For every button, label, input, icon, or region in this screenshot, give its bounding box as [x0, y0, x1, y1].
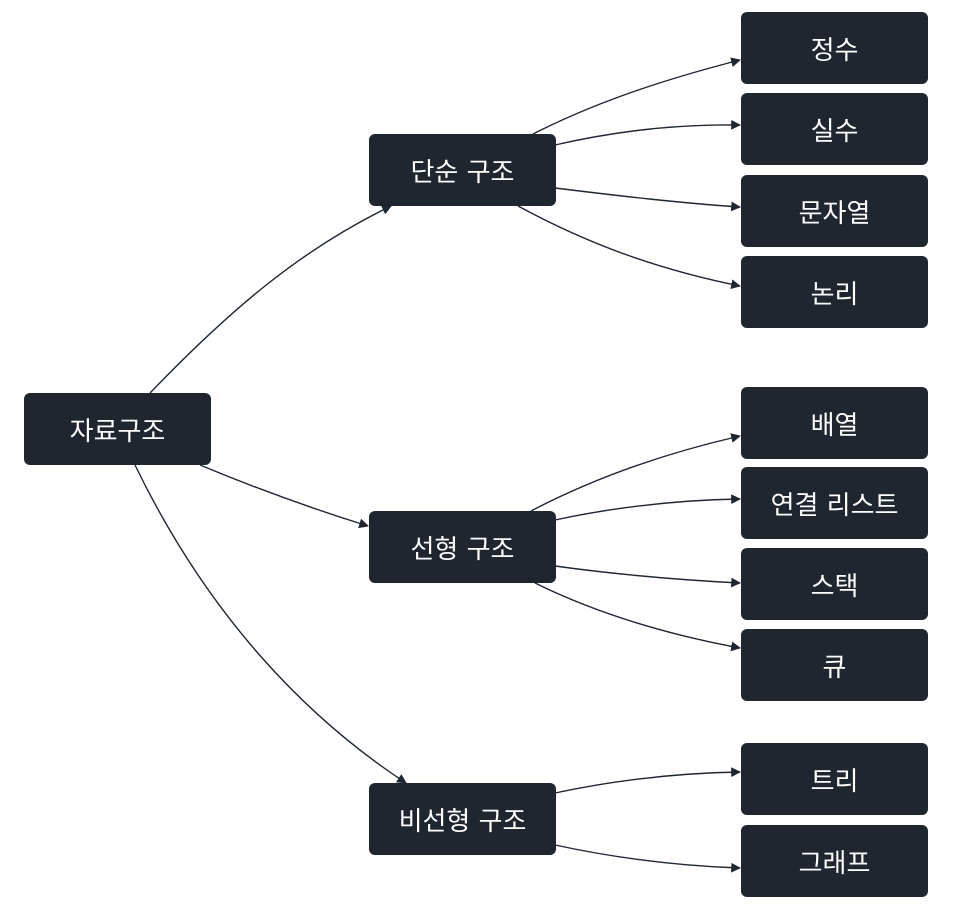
leaf-real-number: 실수	[741, 93, 928, 165]
edge-simple-str	[554, 187, 741, 212]
edge-root-nonlinear	[134, 464, 407, 784]
edge-simple-bool	[517, 205, 741, 290]
edge-linear-llist	[554, 494, 741, 521]
edge-linear-array	[530, 433, 741, 512]
edge-linear-stack	[554, 565, 741, 588]
edge-nonlinear-tree	[554, 767, 741, 794]
leaf-integer: 정수	[741, 12, 928, 84]
leaf-string: 문자열	[741, 175, 928, 247]
leaf-stack: 스택	[741, 548, 928, 620]
edge-root-simple	[149, 205, 392, 394]
leaf-tree: 트리	[741, 743, 928, 815]
edge-simple-real	[554, 119, 741, 146]
node-nonlinear-structure: 비선형 구조	[369, 783, 556, 855]
node-simple-structure: 단순 구조	[369, 134, 556, 206]
leaf-queue: 큐	[741, 629, 928, 701]
edge-simple-int	[532, 57, 741, 135]
leaf-array: 배열	[741, 387, 928, 459]
leaf-graph: 그래프	[741, 825, 928, 897]
edge-root-linear	[199, 464, 369, 529]
leaf-linked-list: 연결 리스트	[741, 467, 928, 539]
leaf-boolean: 논리	[741, 256, 928, 328]
edge-linear-queue	[534, 582, 741, 652]
edge-nonlinear-graph	[554, 844, 741, 873]
node-linear-structure: 선형 구조	[369, 511, 556, 583]
node-root: 자료구조	[24, 393, 211, 465]
